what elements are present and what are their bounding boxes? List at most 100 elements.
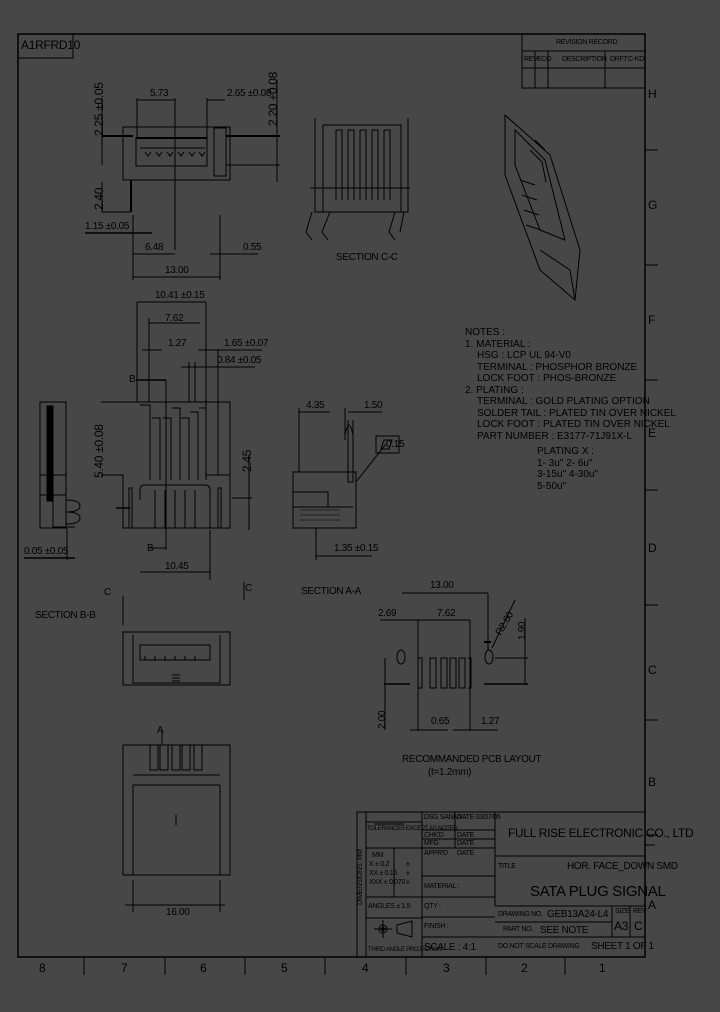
tol-pm-3: ± bbox=[406, 879, 410, 886]
material-field: MATERIAL : bbox=[424, 883, 460, 890]
zone-letter-e: E bbox=[648, 426, 656, 440]
section-marker-b-bottom: B bbox=[147, 543, 154, 554]
drawing-no: GEB13A24-L4 bbox=[547, 909, 609, 920]
revision-record-table bbox=[521, 33, 646, 89]
zone-letter-h: H bbox=[648, 87, 657, 101]
title-side-label: DIMENSIONS: MM bbox=[357, 849, 364, 905]
rev-col-rev: REV bbox=[524, 56, 538, 63]
notes-block: NOTES : 1. MATERIAL : HSG : LCP UL 94-V0… bbox=[465, 327, 676, 492]
tol-pm-2: ± bbox=[406, 870, 410, 877]
section-bb-view bbox=[122, 582, 245, 686]
pcb-layout bbox=[380, 592, 528, 731]
note-lockfoot-plating: LOCK FOOT : PLATED TIN OVER NICKEL bbox=[477, 419, 670, 430]
bottom-zone-ticks bbox=[83, 957, 566, 975]
dim-0-55: 0.55 bbox=[243, 242, 262, 253]
note-terminal-plating: TERMINAL : GOLD PLATING OPTION bbox=[477, 396, 650, 407]
section-bb-label: SECTION B-B bbox=[35, 610, 96, 621]
drawn-date: DATE 03/07/05 bbox=[457, 814, 501, 821]
size-value: A3 bbox=[614, 919, 629, 933]
zone-number-3: 3 bbox=[443, 961, 450, 975]
drawing-frame bbox=[17, 33, 646, 958]
dim-5-73: 5.73 bbox=[150, 88, 169, 99]
section-aa-label: SECTION A-A bbox=[301, 586, 362, 597]
bottom-view bbox=[122, 730, 231, 912]
dim-1-27: 1.27 bbox=[168, 338, 187, 349]
checked-date: DATE bbox=[457, 832, 474, 839]
dim-2-40: 2.40 bbox=[92, 187, 106, 210]
plating-option-1-2: 1- 3u" 2- 6u" bbox=[537, 457, 593, 469]
dim-5-40: 5.40 ±0.08 bbox=[92, 424, 106, 478]
dim-2-20: 2.20 +0.08 bbox=[266, 71, 280, 126]
qty-field: QTY : bbox=[424, 903, 441, 910]
zone-number-6: 6 bbox=[200, 961, 207, 975]
section-marker-c-right: C bbox=[245, 583, 252, 594]
tol-pm-1: ± bbox=[406, 861, 410, 868]
tol-row-mm: MM bbox=[372, 852, 384, 859]
pcb-dim-2-69: 2.69 bbox=[378, 608, 397, 619]
dim-1-65: 1.65 ±0.07 bbox=[224, 338, 269, 349]
sheet-count: SHEET 1 OF 1 bbox=[591, 941, 654, 952]
rev-label: REV bbox=[633, 908, 647, 915]
section-cc-view bbox=[305, 118, 410, 241]
pcb-dim-7-62: 7.62 bbox=[437, 608, 456, 619]
rev-col-chkd: C-KD bbox=[628, 56, 644, 63]
dim-6-48: 6.48 bbox=[145, 242, 164, 253]
dim-0-84: 0.84 ±0.05 bbox=[217, 355, 262, 366]
drawn-by: DSG SANNY bbox=[424, 814, 463, 821]
right-zone-ticks bbox=[645, 149, 658, 836]
dim-0-05: 0.05 ±0.05 bbox=[24, 546, 69, 557]
note-part-number: PART NUMBER : E3177-71J91X-L bbox=[477, 430, 633, 442]
drawing-id-box bbox=[17, 33, 74, 59]
approved-by: APPR'D bbox=[424, 850, 448, 857]
dim-2-25: 2.25 ±0.05 bbox=[92, 82, 106, 136]
note-hsg: HSG : LCP UL 94-V0 bbox=[477, 350, 571, 361]
tol-row-xxx: XXX ± 0.070 bbox=[369, 879, 405, 886]
dim-4-35: 4.35 bbox=[306, 400, 325, 411]
section-marker-c-left: C bbox=[104, 587, 111, 598]
pcb-dim-1-27: 1.27 bbox=[481, 716, 500, 727]
dim-1-35: 1.35 ±0.15 bbox=[334, 543, 379, 554]
scale-field: SCALE : 4:1 bbox=[424, 942, 476, 953]
size-label: SIZE bbox=[615, 908, 630, 915]
zone-letter-f: F bbox=[648, 313, 656, 327]
zone-number-7: 7 bbox=[121, 961, 128, 975]
notes-heading: NOTES : bbox=[465, 327, 506, 338]
rev-value: C bbox=[634, 919, 643, 933]
tolerance-header: TOLERANCES EXCEPT AS NOTED bbox=[367, 826, 458, 832]
part-no: SEE NOTE bbox=[540, 925, 589, 936]
dim-7-62: 7.62 bbox=[165, 313, 184, 324]
dim-10-41: 10.41 ±0.15 bbox=[155, 290, 205, 301]
note-material: 1. MATERIAL : bbox=[465, 338, 531, 350]
part-no-label: PART NO. bbox=[503, 926, 533, 933]
projection-label: THIRD ANGLE PROJECTION bbox=[368, 947, 442, 953]
dim-16-00: 16.00 bbox=[166, 907, 190, 918]
pcb-layout-thickness: (t=1.2mm) bbox=[428, 767, 472, 778]
mfg-by: MFG bbox=[424, 840, 439, 847]
finish-field: FINISH : bbox=[424, 923, 449, 930]
flatness-value: 0.15 bbox=[386, 439, 405, 450]
top-view bbox=[85, 80, 280, 280]
pcb-dim-1-90: 1.90 bbox=[517, 621, 528, 640]
checked-by: CHK'D bbox=[424, 832, 444, 839]
plating-options-heading: PLATING X : bbox=[537, 446, 595, 457]
note-lockfoot-material: LOCK FOOT : PHOS-BRONZE bbox=[477, 373, 617, 384]
dim-10-45: 10.45 bbox=[165, 561, 189, 572]
note-plating: 2. PLATING : bbox=[465, 384, 524, 396]
title-block-grid bbox=[356, 811, 655, 958]
dim-2-65: 2.65 ±0.08 bbox=[227, 88, 272, 99]
company-name: FULL RISE ELECTRONIC CO., LTD bbox=[508, 826, 694, 840]
zone-number-2: 2 bbox=[521, 961, 528, 975]
title-line-2: SATA PLUG SIGNAL bbox=[530, 883, 666, 900]
dim-2-45: 2.45 bbox=[240, 449, 254, 472]
title-line-1: HOR. FACE_DOWN SMD bbox=[567, 861, 678, 872]
mfg-date: DATE bbox=[457, 840, 474, 847]
zone-letter-g: G bbox=[648, 198, 658, 212]
drawing-no-label: DRAWING NO. bbox=[498, 911, 543, 918]
zone-letter-d: D bbox=[648, 541, 657, 555]
side-view bbox=[24, 401, 81, 560]
zone-letter-c: C bbox=[648, 663, 657, 677]
title-label: TITLE bbox=[498, 863, 516, 870]
zone-number-8: 8 bbox=[39, 961, 46, 975]
tol-row-x: X ± 0.2 bbox=[369, 861, 390, 868]
